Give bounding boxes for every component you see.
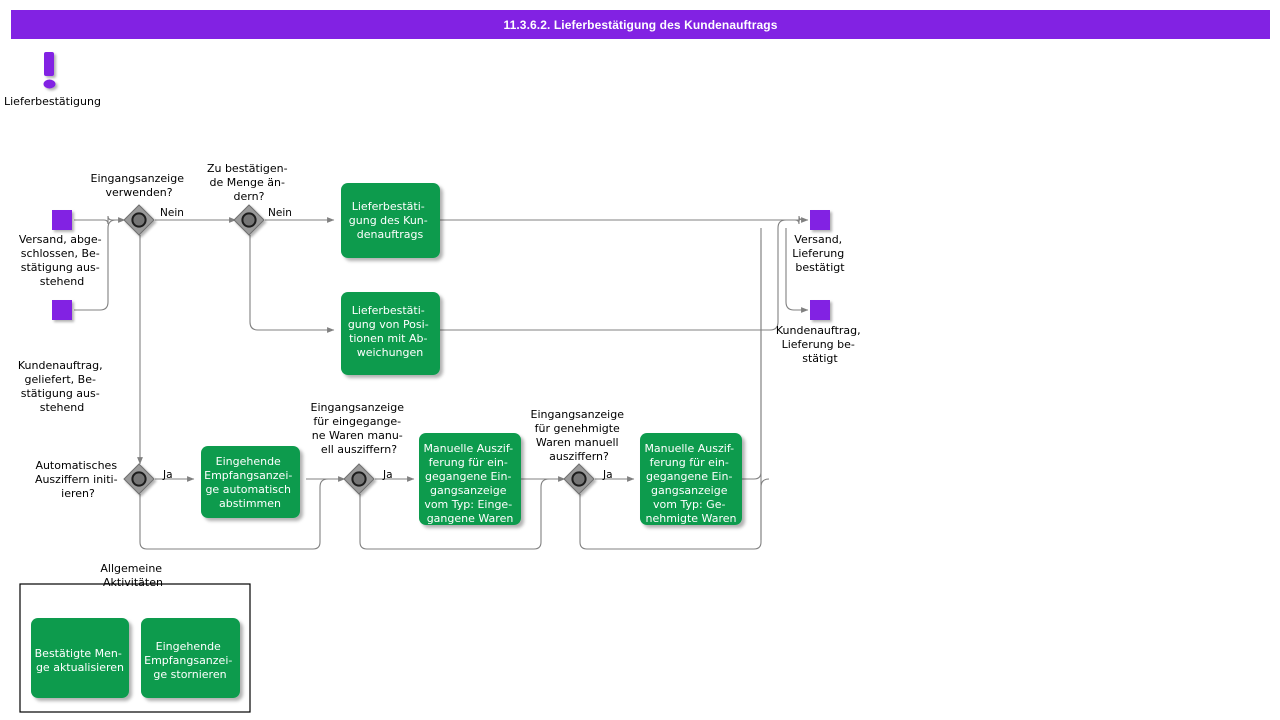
end-event-versand-bestaetigt-shape[interactable] [810,210,830,230]
group-allgemeine-aktivitaeten-title: Allgemeine Aktivitäten [100,562,165,589]
activity-empfangsanzeige-stornieren-shape[interactable] [141,618,240,698]
start-event-versand-shape[interactable] [52,210,72,230]
gateway-eingangsanzeige-verwenden-branch: Nein [160,207,184,219]
flow-act2-to-end1 [440,219,800,331]
exclamation-mark-icon [44,52,54,76]
flow-gw5-bypass [579,478,770,550]
activity-lieferbestaetigung-abweichungen[interactable]: Lieferbestäti- gung von Posi- tionen mit… [341,292,440,375]
end-event-kundenauftrag-bestaetigt-label: Kundenauftrag, Lieferung be- stätigt [776,324,864,365]
gateway-genehmigte-waren-manuell-question: Eingangsanzeige für genehmigte Waren man… [531,408,628,463]
start-event-kundenauftrag-shape[interactable] [52,300,72,320]
gateway-genehmigte-waren-manuell-branch: Ja [602,469,613,481]
end-event-versand-bestaetigt[interactable]: Versand, Lieferung bestätigt [792,210,848,274]
gateway-or-marker-icon [131,471,147,487]
legend-marker: Lieferbestätigung [4,52,101,108]
gateway-eingangsanzeige-verwenden-question: Eingangsanzeige verwenden? [91,172,188,199]
flow-start1-to-gw1 [74,215,126,225]
activity-manuelle-ausziffer-eingegangene[interactable]: Manuelle Auszif- ferung für ein- gegange… [419,433,521,525]
flow-gw2-down-to-act2 [249,235,335,333]
activity-lieferbestaetigung-kundenauftrag-label: Lieferbestäti- gung des Kun- denauftrags [349,200,431,241]
gateway-menge-aendern[interactable]: Zu bestätigen- de Menge än- dern? Nein [207,162,292,236]
activity-lieferbestaetigung-kundenauftrag[interactable]: Lieferbestäti- gung des Kun- denauftrags [341,183,440,258]
flow-gw3-bypass [139,478,336,550]
flow-act1-to-end1 [440,215,809,225]
connector-layer [74,215,809,550]
start-event-kundenauftrag[interactable]: Kundenauftrag, geliefert, Be- stätigung … [18,300,106,414]
flow-gw4-bypass [359,478,556,550]
gateway-automatisches-ausziffern[interactable]: Automatisches Ausziffern initi- ieren? J… [35,459,173,500]
activity-lieferbestaetigung-abweichungen-shape[interactable] [341,292,440,375]
gateway-eingegangene-waren-manuell-branch: Ja [382,469,393,481]
group-allgemeine-aktivitaeten: Allgemeine Aktivitäten Bestätigte Men- g… [19,562,251,713]
activity-empfangsanzeige-stornieren-label: Eingehende Empfangsanzei- ge stornieren [144,640,236,681]
gateway-menge-aendern-question: Zu bestätigen- de Menge än- dern? [207,162,291,203]
activity-lieferbestaetigung-abweichungen-label: Lieferbestäti- gung von Posi- tionen mit… [348,304,432,359]
flow-start2-to-gw1 [74,219,125,311]
gateway-automatisches-ausziffern-question: Automatisches Ausziffern initi- ieren? [35,459,121,500]
gateway-eingangsanzeige-verwenden[interactable]: Eingangsanzeige verwenden? Nein [91,172,188,236]
page-title-bar: 11.3.6.2. Lieferbestätigung des Kundenau… [11,10,1270,39]
activity-empfangsanzeige-abstimmen-label: Eingehende Empfangsanzei- ge automatisch… [204,455,296,510]
activity-bestaetigte-menge-aktualisieren[interactable]: Bestätigte Men- ge aktualisieren [31,618,129,698]
gateway-automatisches-ausziffern-branch: Ja [162,469,173,481]
start-event-versand[interactable]: Versand, abge- schlossen, Be- stätigung … [19,210,105,288]
flow-trunk-to-end2 [785,228,809,313]
activity-manuelle-ausziffer-eingegangene-label: Manuelle Auszif- ferung für ein- gegange… [423,442,516,525]
flow-act5-to-trunk [742,240,762,480]
start-event-kundenauftrag-label: Kundenauftrag, geliefert, Be- stätigung … [18,359,106,414]
gateway-or-marker-icon [351,471,367,487]
start-event-versand-label: Versand, abge- schlossen, Be- stätigung … [19,233,105,288]
gateway-menge-aendern-branch: Nein [268,207,292,219]
activity-empfangsanzeige-stornieren[interactable]: Eingehende Empfangsanzei- ge stornieren [141,618,240,698]
activity-manuelle-ausziffer-genehmigte[interactable]: Manuelle Auszif- ferung für ein- gegange… [640,433,742,525]
group-allgemeine-aktivitaeten-box [19,583,251,713]
activity-bestaetigte-menge-aktualisieren-label: Bestätigte Men- ge aktualisieren [35,647,126,674]
end-event-kundenauftrag-bestaetigt[interactable]: Kundenauftrag, Lieferung be- stätigt [776,300,864,365]
exclamation-dot-icon [43,79,56,89]
activity-manuelle-ausziffer-genehmigte-shape[interactable] [640,433,742,525]
gateway-eingegangene-waren-manuell[interactable]: Eingangsanzeige für eingegange- ne Waren… [311,401,408,495]
end-event-kundenauftrag-bestaetigt-shape[interactable] [810,300,830,320]
gateway-genehmigte-waren-manuell[interactable]: Eingangsanzeige für genehmigte Waren man… [531,408,628,495]
end-event-versand-bestaetigt-label: Versand, Lieferung bestätigt [792,233,848,274]
gateway-or-marker-icon [241,212,257,228]
activity-manuelle-ausziffer-eingegangene-shape[interactable] [419,433,521,525]
legend-label: Lieferbestätigung [4,95,101,108]
activity-manuelle-ausziffer-genehmigte-label: Manuelle Auszif- ferung für ein- gegange… [644,442,737,525]
gateway-eingegangene-waren-manuell-question: Eingangsanzeige für eingegange- ne Waren… [311,401,408,456]
activity-bestaetigte-menge-aktualisieren-shape[interactable] [31,618,129,698]
page-title: 11.3.6.2. Lieferbestätigung des Kundenau… [503,17,778,32]
activity-empfangsanzeige-abstimmen-shape[interactable] [201,446,300,518]
activity-lieferbestaetigung-kundenauftrag-shape[interactable] [341,183,440,258]
activity-empfangsanzeige-abstimmen[interactable]: Eingehende Empfangsanzei- ge automatisch… [201,446,300,518]
gateway-or-marker-icon [571,471,587,487]
gateway-or-marker-icon [131,212,147,228]
